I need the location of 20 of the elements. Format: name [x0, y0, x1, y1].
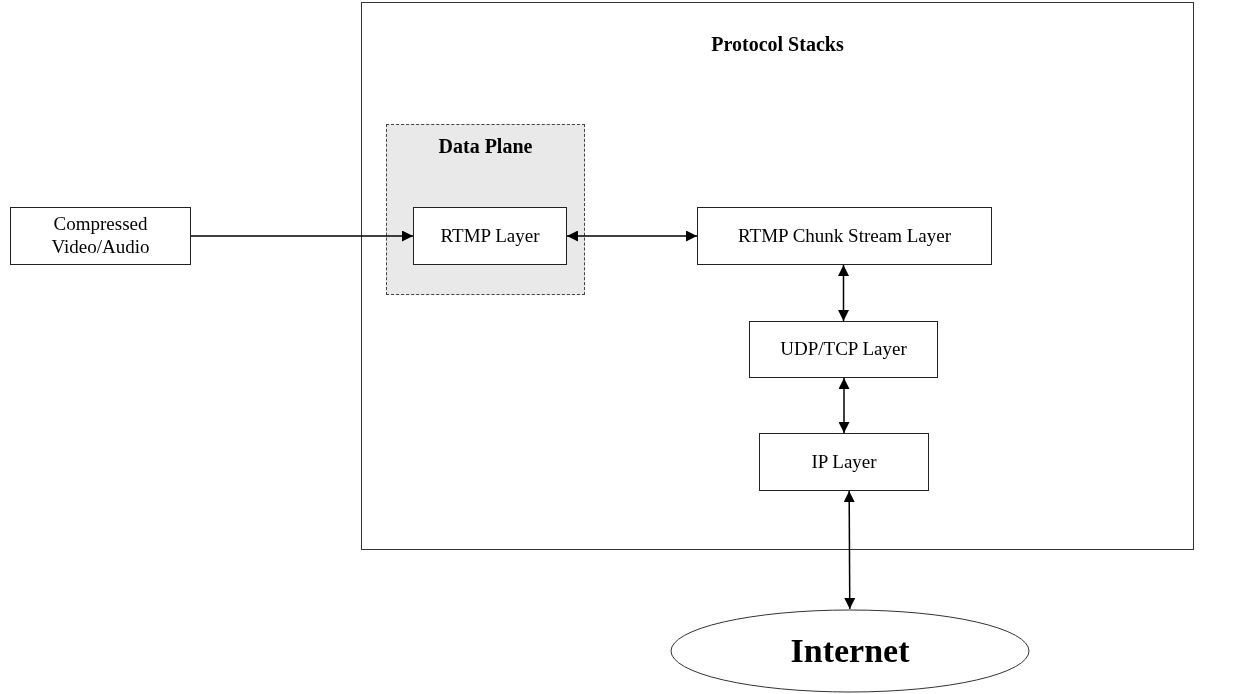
box-label: IP Layer: [811, 450, 877, 474]
arrow: [190, 230, 414, 242]
group-title: Protocol Stacks: [710, 33, 845, 56]
box-label: RTMP Chunk Stream Layer: [738, 224, 951, 248]
process-box: [759, 433, 929, 491]
box-label: UDP/TCP Layer: [780, 338, 907, 361]
container-box: [361, 2, 1194, 550]
dashed-group-box: [386, 124, 585, 295]
arrow: [838, 264, 849, 322]
process-box: [749, 321, 938, 378]
box-label: Compressed Video/Audio: [50, 213, 151, 259]
process-box: [697, 207, 992, 265]
process-box: [413, 207, 567, 265]
arrow: [566, 230, 698, 242]
process-box: [10, 207, 191, 265]
arrow: [843, 490, 856, 610]
box-label: RTMP Layer: [440, 224, 540, 248]
group-title: Data Plane: [437, 135, 534, 158]
arrow: [838, 377, 850, 434]
network-label: Internet: [790, 632, 910, 670]
